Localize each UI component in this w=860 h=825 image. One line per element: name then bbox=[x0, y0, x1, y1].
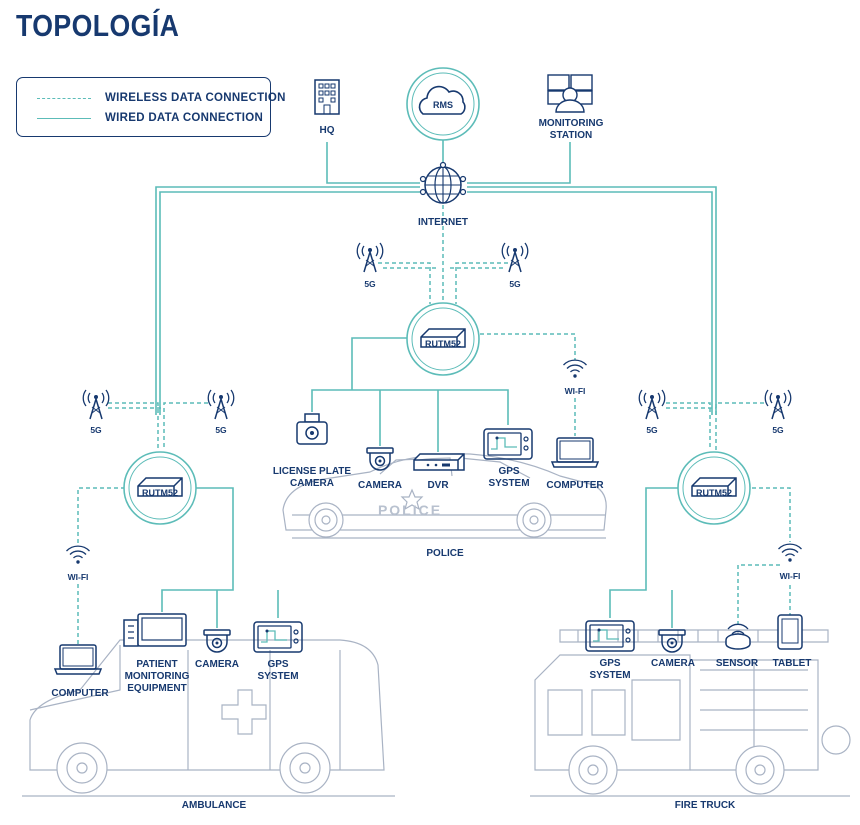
license-plate-camera-icon bbox=[296, 413, 328, 445]
5g-tower-icon bbox=[764, 389, 792, 420]
police-computer-icon bbox=[551, 437, 599, 468]
police-car-outline bbox=[282, 453, 607, 539]
5g-tower-icon bbox=[82, 389, 110, 420]
tablet-icon bbox=[777, 614, 803, 650]
router-ambulance: RUTM52 bbox=[123, 451, 197, 525]
tablet-label: TABLET bbox=[772, 658, 812, 669]
ambulance-gps-label: GPS SYSTEM bbox=[257, 659, 299, 682]
ambulance-camera-label: CAMERA bbox=[195, 659, 239, 670]
5g-label: 5G bbox=[215, 425, 227, 435]
5g-label: 5G bbox=[90, 425, 102, 435]
router-fire-truck: RUTM52 bbox=[677, 451, 751, 525]
patient-monitoring-label: PATIENT MONITORING EQUIPMENT bbox=[124, 659, 190, 694]
monitoring-station-label: MONITORING STATION bbox=[538, 118, 604, 141]
fire-truck-label: FIRE TRUCK bbox=[674, 800, 736, 811]
ambulance-computer-icon bbox=[54, 644, 102, 675]
5g-label: 5G bbox=[364, 279, 376, 289]
sensor-icon bbox=[725, 623, 751, 650]
fire-truck-outline bbox=[530, 629, 851, 797]
svg-text:RUTM52: RUTM52 bbox=[696, 488, 732, 498]
router-police: RUTM52 bbox=[406, 302, 480, 376]
police-computer-label: COMPUTER bbox=[546, 480, 604, 491]
wifi-icon bbox=[562, 359, 588, 379]
5g-label: 5G bbox=[509, 279, 521, 289]
fire-camera-label: CAMERA bbox=[651, 658, 695, 669]
ambulance-computer-label: COMPUTER bbox=[51, 688, 109, 699]
ambulance-label: AMBULANCE bbox=[181, 800, 247, 811]
hq-building-icon bbox=[314, 79, 340, 115]
license-plate-camera-label: LICENSE PLATE CAMERA bbox=[272, 466, 352, 489]
dashed-line-icon bbox=[37, 98, 91, 99]
police-label: POLICE bbox=[426, 548, 464, 559]
ambulance-gps-icon bbox=[253, 621, 303, 653]
wifi-icon bbox=[65, 545, 91, 565]
rms-label: RMS bbox=[433, 100, 453, 110]
fire-gps-label: GPS SYSTEM bbox=[589, 658, 631, 681]
5g-label: 5G bbox=[646, 425, 658, 435]
police-camera-label: CAMERA bbox=[358, 480, 402, 491]
wifi-label: WI-FI bbox=[67, 572, 89, 582]
5g-tower-icon bbox=[638, 389, 666, 420]
dvr-icon bbox=[413, 453, 465, 471]
monitoring-station-icon bbox=[547, 74, 593, 113]
svg-text:RUTM52: RUTM52 bbox=[425, 339, 461, 349]
dvr-label: DVR bbox=[427, 480, 449, 491]
wifi-label: WI-FI bbox=[564, 386, 586, 396]
ambulance-camera-icon bbox=[203, 629, 231, 653]
ambulance-outline bbox=[22, 639, 395, 797]
wifi-label: WI-FI bbox=[779, 571, 801, 581]
police-gps-icon bbox=[483, 428, 533, 460]
internet-label: INTERNET bbox=[418, 217, 468, 228]
patient-monitor-icon bbox=[123, 613, 187, 647]
5g-tower-icon bbox=[207, 389, 235, 420]
sensor-label: SENSOR bbox=[715, 658, 759, 669]
solid-line-icon bbox=[37, 118, 91, 119]
fire-gps-icon bbox=[585, 620, 635, 652]
legend: WIRELESS DATA CONNECTION WIRED DATA CONN… bbox=[16, 77, 285, 137]
5g-tower-icon bbox=[356, 242, 384, 273]
5g-label: 5G bbox=[772, 425, 784, 435]
internet-globe-icon bbox=[419, 161, 467, 204]
5g-tower-icon bbox=[501, 242, 529, 273]
police-car-text: POLICE bbox=[378, 502, 442, 518]
svg-text:RUTM52: RUTM52 bbox=[142, 488, 178, 498]
page-title: TOPOLOGÍA bbox=[16, 8, 180, 43]
police-gps-label: GPS SYSTEM bbox=[488, 466, 530, 489]
wireless-lines bbox=[77, 205, 791, 645]
hq-label: HQ bbox=[319, 125, 335, 136]
wired-lines bbox=[155, 124, 717, 628]
wifi-icon bbox=[777, 543, 803, 563]
rms-cloud-node bbox=[406, 67, 480, 141]
fire-camera-icon bbox=[658, 629, 686, 653]
